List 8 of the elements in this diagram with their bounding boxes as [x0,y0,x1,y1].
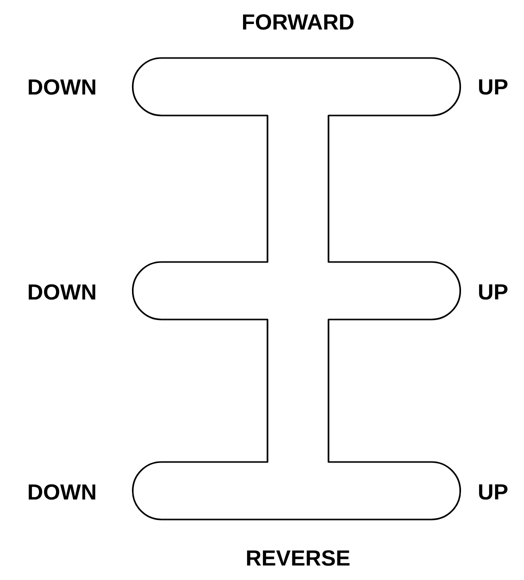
position-label: UP [479,79,508,95]
position-label: UP [479,484,508,500]
position-label: DOWN [28,484,96,500]
position-label: DOWN [28,79,96,95]
position-label: UP [479,284,508,300]
position-label: DOWN [28,284,96,300]
position-label: FORWARD [243,14,354,30]
position-label: REVERSE [247,550,350,566]
